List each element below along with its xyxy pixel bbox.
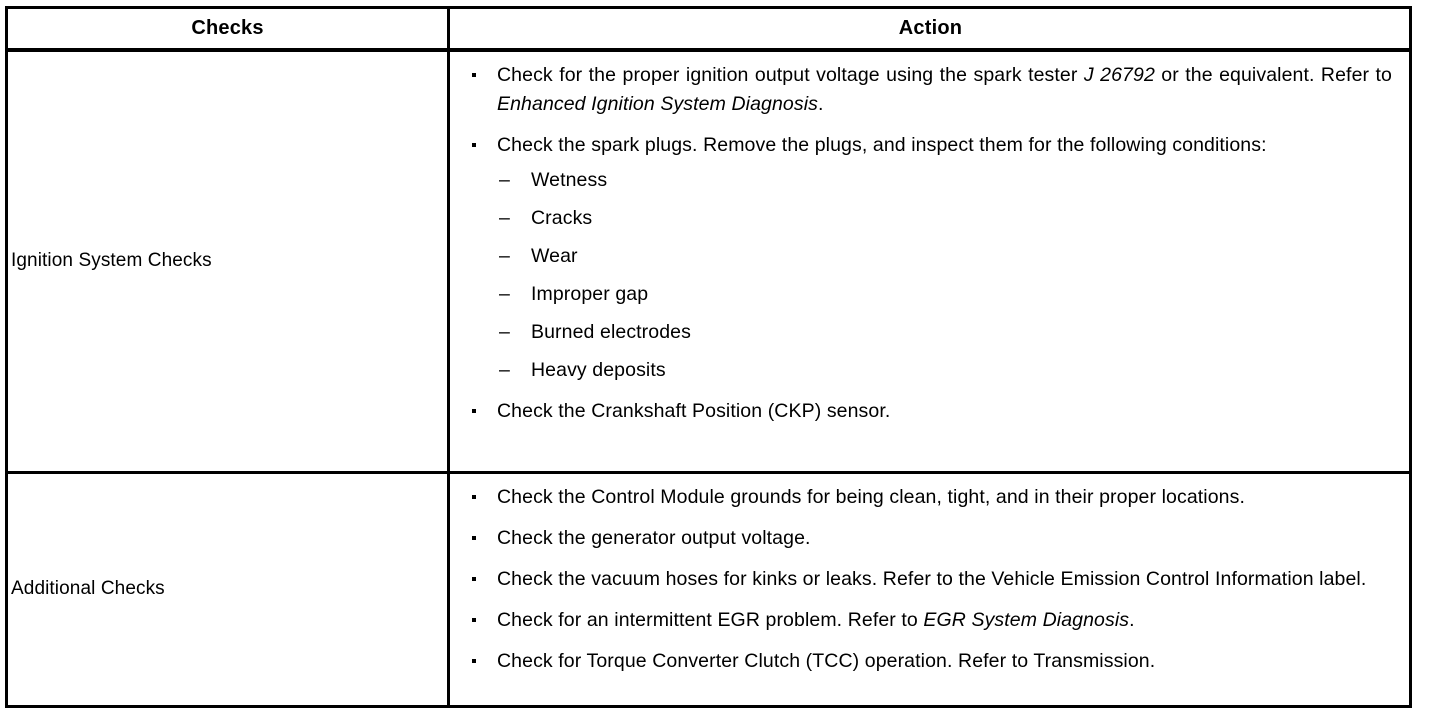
bullet-dot-icon	[472, 142, 476, 147]
dash-icon: –	[499, 320, 510, 343]
column-header-checks-label: Checks	[191, 16, 264, 39]
text-run: .	[1129, 608, 1135, 631]
list-item-text: Check the Control Module grounds for bei…	[497, 485, 1245, 508]
bullet-dot-icon	[472, 494, 476, 499]
diagnostic-checks-table: Checks Action Ignition System Checks	[5, 6, 1412, 708]
bullet-dot-icon	[472, 72, 476, 77]
text-run: Check for an intermittent EGR problem. R…	[497, 608, 924, 631]
sub-list-item-text: Wear	[531, 244, 578, 267]
bullet-dot-icon	[472, 576, 476, 581]
dash-icon: –	[499, 282, 510, 305]
list-item: Check the generator output voltage.	[472, 524, 1392, 553]
sub-list-item-text: Improper gap	[531, 282, 649, 305]
sub-list-item: – Heavy deposits	[497, 356, 1392, 385]
bullet-dot-icon	[472, 617, 476, 622]
text-run: Check for the proper ignition output vol…	[497, 63, 1084, 86]
sub-list-item-text: Wetness	[531, 168, 608, 191]
list-item: Check for the proper ignition output vol…	[472, 61, 1392, 119]
text-run: .	[818, 92, 824, 115]
row-label-additional-checks: Additional Checks	[11, 578, 165, 600]
column-header-action-label: Action	[898, 16, 963, 39]
text-run-italic-tool-number: J 26792	[1083, 63, 1155, 86]
column-header-checks: Checks	[6, 7, 449, 52]
row-action-cell: Check the Control Module grounds for bei…	[447, 470, 1411, 707]
sub-list-item: – Wetness	[497, 166, 1392, 195]
dash-icon: –	[499, 206, 510, 229]
text-run-italic-reference: Enhanced Ignition System Diagnosis	[497, 92, 818, 115]
row-action-cell: Check for the proper ignition output vol…	[447, 49, 1411, 473]
list-item: Check the spark plugs. Remove the plugs,…	[472, 131, 1392, 385]
sub-list-item-text: Cracks	[531, 206, 593, 229]
table-row: Additional Checks Check the Control Modu…	[6, 470, 1411, 707]
sub-list-item: – Burned electrodes	[497, 318, 1392, 347]
text-run-italic-reference: EGR System Diagnosis	[923, 608, 1130, 631]
list-item-text: Check for Torque Converter Clutch (TCC) …	[497, 649, 1156, 672]
sub-list-item: – Improper gap	[497, 280, 1392, 309]
row-checks-cell: Additional Checks	[6, 470, 449, 707]
list-item-text: Check the Crankshaft Position (CKP) sens…	[497, 399, 891, 422]
bullet-dot-icon	[472, 535, 476, 540]
row-checks-cell: Ignition System Checks	[7, 50, 449, 473]
list-item-text: Check the vacuum hoses for kinks or leak…	[497, 567, 1367, 590]
list-item: Check for an intermittent EGR problem. R…	[472, 606, 1392, 635]
action-bullet-list: Check the Control Module grounds for bei…	[472, 483, 1392, 676]
list-item-text: Check the generator output voltage.	[497, 526, 811, 549]
sub-list-item-text: Heavy deposits	[531, 358, 666, 381]
sub-list-item: – Cracks	[497, 204, 1392, 233]
column-header-action: Action	[447, 7, 1411, 52]
table-header-row: Checks Action	[6, 7, 1411, 52]
action-bullet-list: Check for the proper ignition output vol…	[472, 61, 1392, 426]
list-item-text: Check for the proper ignition output vol…	[497, 64, 1392, 115]
text-run: or the equivalent. Refer to	[1154, 63, 1392, 86]
list-item-text: Check the spark plugs. Remove the plugs,…	[497, 133, 1267, 156]
sub-list-item: – Wear	[497, 242, 1392, 271]
list-item: Check the vacuum hoses for kinks or leak…	[472, 565, 1392, 594]
row-label-ignition-system-checks: Ignition System Checks	[11, 249, 212, 271]
list-item: Check the Crankshaft Position (CKP) sens…	[472, 397, 1392, 426]
bullet-dot-icon	[472, 658, 476, 663]
action-sub-bullet-list: – Wetness – Cracks – Wear	[497, 166, 1392, 385]
list-item: Check the Control Module grounds for bei…	[472, 483, 1392, 512]
sub-list-item-text: Burned electrodes	[531, 320, 691, 343]
dash-icon: –	[499, 168, 510, 191]
bullet-dot-icon	[472, 408, 476, 413]
dash-icon: –	[499, 244, 510, 267]
table-row: Ignition System Checks Check for the pro…	[7, 49, 1411, 473]
list-item-text: Check for an intermittent EGR problem. R…	[497, 609, 1135, 631]
list-item: Check for Torque Converter Clutch (TCC) …	[472, 647, 1392, 676]
dash-icon: –	[499, 358, 510, 381]
